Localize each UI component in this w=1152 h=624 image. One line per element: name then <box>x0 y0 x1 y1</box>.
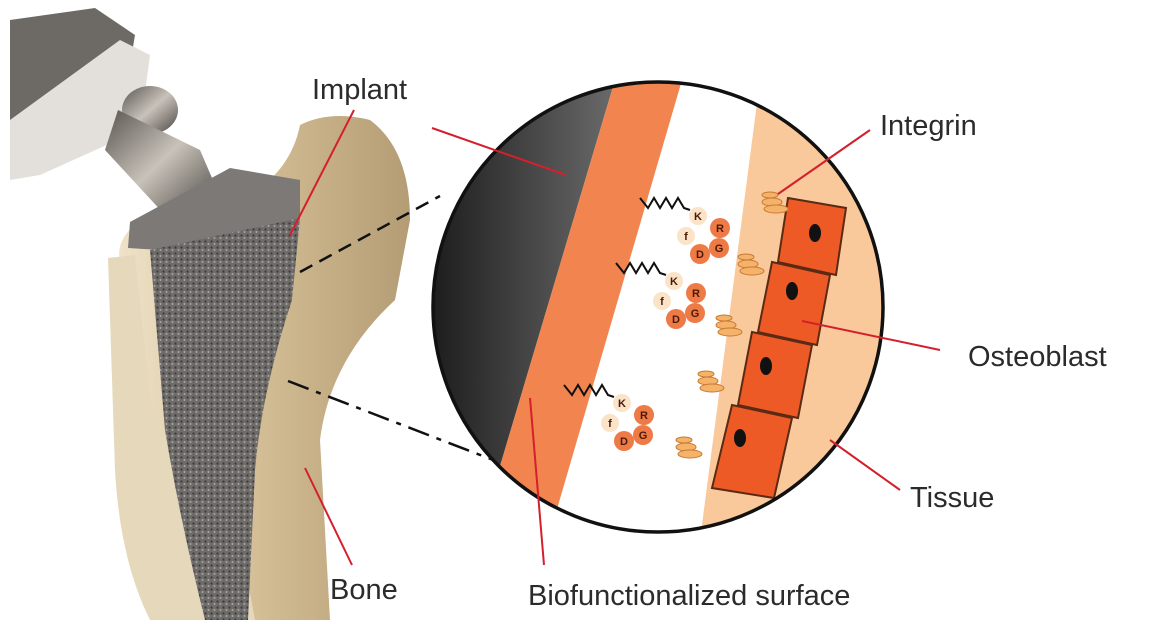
peptide-letter-g: G <box>715 243 724 255</box>
peptide-letter-f: f <box>660 296 664 308</box>
osteoblast-cell-2 <box>758 262 830 345</box>
peptide-letter-k: K <box>694 211 702 223</box>
label-integrin: Integrin <box>880 112 977 141</box>
label-biofunctionalized-surface: Biofunctionalized surface <box>528 582 850 611</box>
label-tissue: Tissue <box>910 484 994 513</box>
magnified-view: K R f D G K R f D G K R f D G <box>430 80 900 540</box>
osteoblast-cell-3 <box>738 332 812 418</box>
label-bone: Bone <box>330 576 398 605</box>
peptide-letter-d: D <box>672 314 680 326</box>
peptide-letter-f: f <box>684 231 688 243</box>
peptide-letter-g: G <box>691 308 700 320</box>
label-osteoblast: Osteoblast <box>968 343 1107 372</box>
peptide-letter-k: K <box>618 398 626 410</box>
peptide-letter-d: D <box>620 436 628 448</box>
peptide-letter-r: R <box>716 223 724 235</box>
leader-tissue <box>830 440 900 490</box>
peptide-letter-k: K <box>670 276 678 288</box>
peptide-letter-f: f <box>608 418 612 430</box>
peptide-letter-g: G <box>639 430 648 442</box>
peptide-letter-r: R <box>640 410 648 422</box>
peptide-letter-r: R <box>692 288 700 300</box>
peptide-letter-d: D <box>696 249 704 261</box>
label-implant: Implant <box>312 76 407 105</box>
